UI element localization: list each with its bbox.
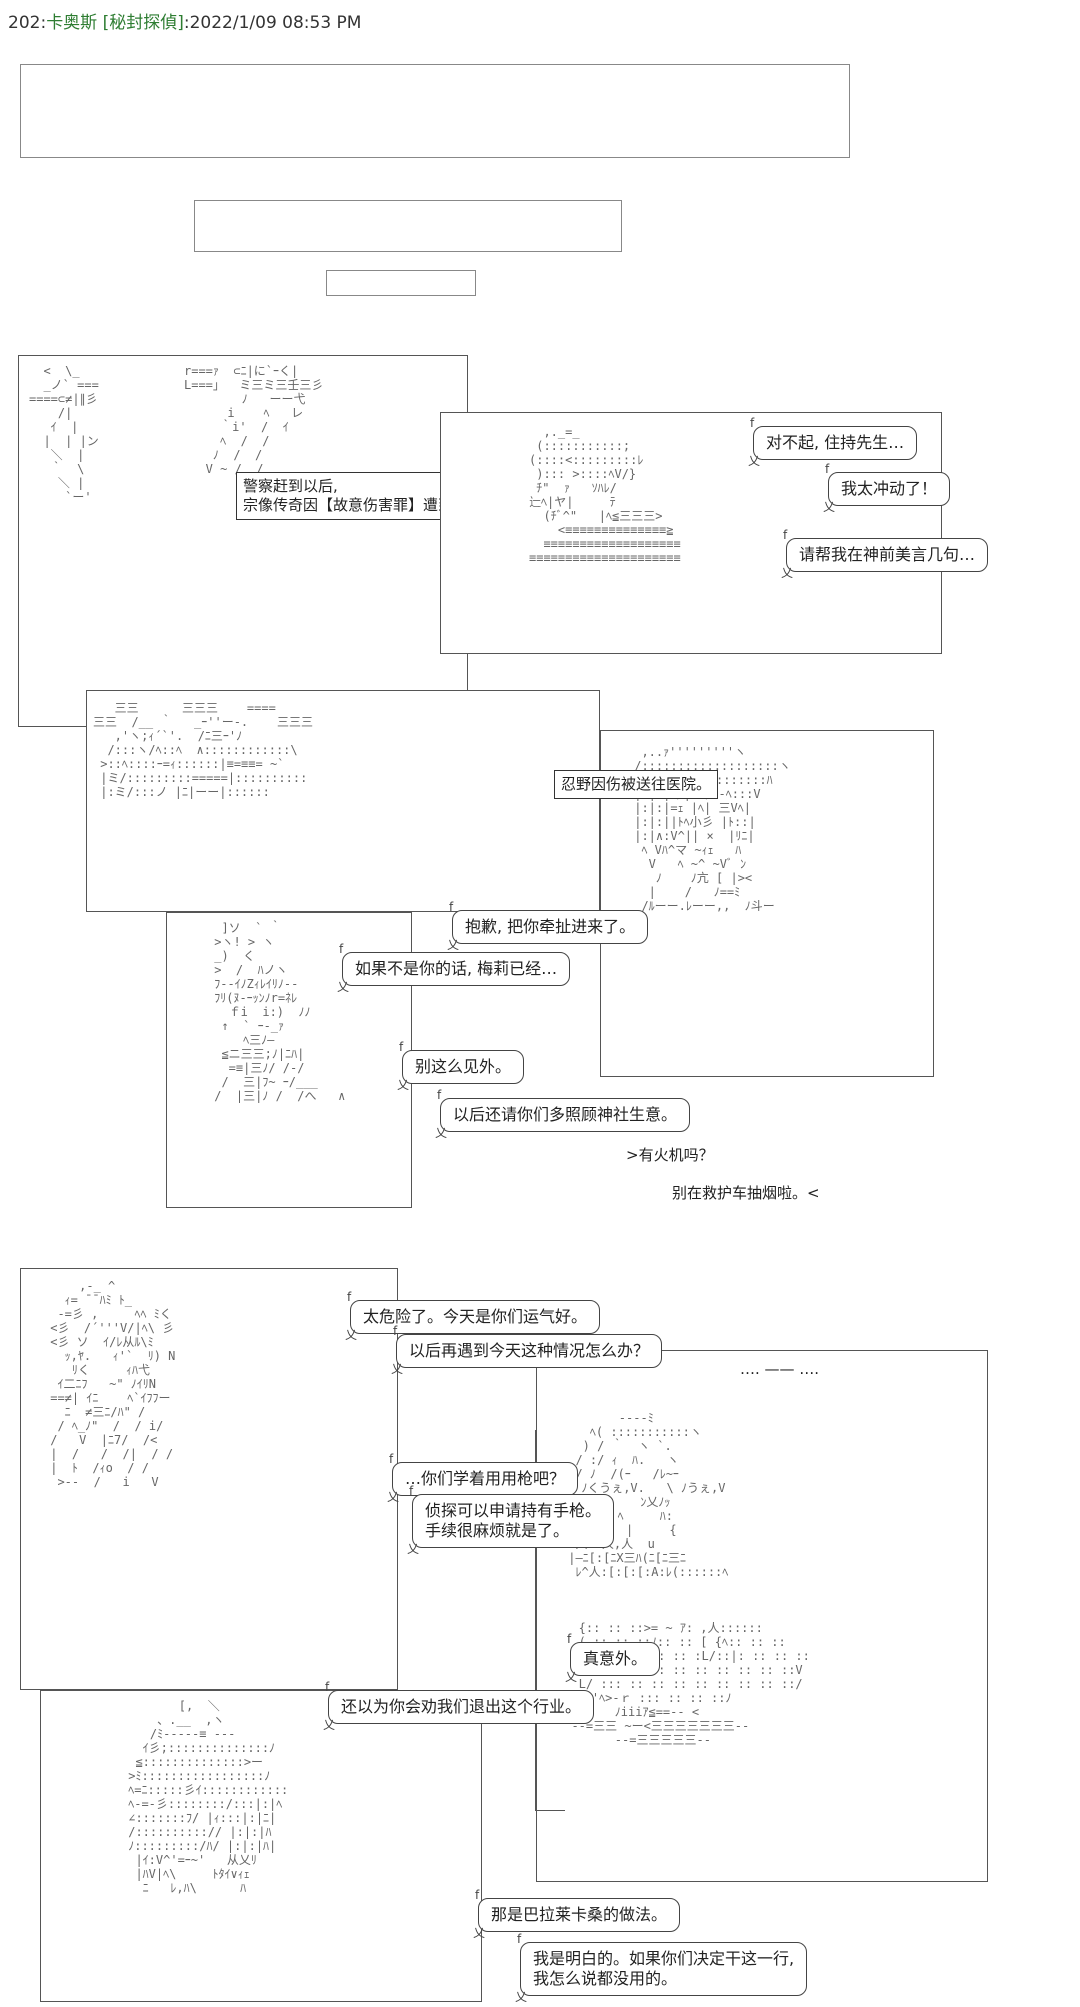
speech-bubble-understand-line-2: 我怎么说都没用的。 xyxy=(533,1969,678,1988)
speech-bubble-quit: 还以为你会劝我们退出这个行业。 xyxy=(323,1677,595,1735)
post-timestamp: :2022/1/09 08:53 PM xyxy=(183,13,362,33)
speech-bubble-impulsive: 我太冲动了！ xyxy=(823,459,951,517)
caption-police-line-2: 宗像传奇因【故意伤害罪】遭到拘捕。 xyxy=(243,496,499,514)
speech-bubble-pray: 请帮我在神前美言几句… xyxy=(781,525,989,583)
text-no-smoking: 别在救护车抽烟啦。< xyxy=(672,1184,820,1202)
post-number: 202: xyxy=(8,13,47,33)
speech-bubble-apology: 对不起, 住持先生… xyxy=(748,413,918,471)
caption-police-line-1: 警察赶到以后, xyxy=(243,477,338,495)
panel-boss: [, ＼ 、.__ ,ヽ /ﾐ-----≡ --- ｲ彡;:::::::::::… xyxy=(40,1690,482,2002)
speech-bubble-understand-line-1: 我是明白的。如果你们决定干这一行, xyxy=(533,1949,795,1968)
panel-smoker: ]ソ ` ｀ >ヽ! > ヽ _) く > / ﾊノヽ ﾌ--ｲﾉZｨﾚｲﾘﾉ-… xyxy=(166,912,412,1208)
speech-bubble-shrine: 以后还请你们多照顾神社生意。 xyxy=(435,1085,691,1143)
speech-bubble-license-line-2: 手续很麻烦就是了。 xyxy=(425,1521,570,1540)
speech-bubble-gun: …你们学着用用枪吧？ xyxy=(387,1449,579,1507)
ascii-art-priest: ,._=_ (:::::::::::; (::::<:::::::::ﾚ )::… xyxy=(529,425,681,565)
connector-line xyxy=(535,1810,565,1811)
panel-two-girls: ----ﾐ ﾍ( :::::::::::ヽ ) / ｀ ヽ `. / :/ ｨ … xyxy=(536,1350,988,1882)
empty-box-large xyxy=(20,64,850,158)
ascii-art-group: 三三 三三三 ==== 三三 /__ ｀ _ｰ''ー-. 三三三 ,'ヽ;ｨ´`… xyxy=(93,701,314,799)
empty-box-small xyxy=(326,270,476,296)
speech-bubble-danger: 太危险了。今天是你们运气好。 xyxy=(345,1287,601,1345)
ascii-art-hands-right: r===ｧ ⊂ﾆ|に`ｰく| L===」 ミ三ミ三壬三彡 ﾉ ーー弋 i ﾍ レ… xyxy=(184,364,324,476)
ascii-art-smoker: ]ソ ` ｀ >ヽ! > ヽ _) く > / ﾊノヽ ﾌ--ｲﾉZｨﾚｲﾘﾉ-… xyxy=(214,921,346,1103)
speech-bubble-dont-mention: 别这么见外。 xyxy=(397,1037,525,1095)
post-header: 202:卡奥斯 [秘封探偵]:2022/1/09 08:53 PM xyxy=(8,8,361,33)
speech-bubble-understand: 我是明白的。如果你们决定干这一行, 我怎么说都没用的。 xyxy=(515,1929,808,2007)
caption-hospital: 忍野因伤被送往医院。 xyxy=(554,770,719,799)
text-dots: …. —— …. xyxy=(740,1360,820,1378)
speech-bubble-surprise: 真意外。 xyxy=(565,1629,661,1687)
speech-bubble-balalaika: 那是巴拉莱卡桑的做法。 xyxy=(473,1885,681,1943)
connector-line xyxy=(535,1430,536,1810)
ascii-art-boss: [, ＼ 、.__ ,ヽ /ﾐ-----≡ --- ｲ彡;:::::::::::… xyxy=(128,1699,289,1895)
speech-bubble-next-time: 以后再遇到今天这种情况怎么办？ xyxy=(391,1321,663,1379)
author-tag: [秘封探偵] xyxy=(102,13,184,33)
panel-meditation: < \_ _ノ` === ====⊂≠|∥彡 /| ｲ | | | |ン ＼ |… xyxy=(18,355,468,727)
ascii-art-girls-lower: {:: :: ::>= ~ ｱ: ,人:::::: ( :: :: ::ﾉ:: … xyxy=(571,1621,810,1747)
panel-ambulance-group: 三三 三三三 ==== 三三 /__ ｀ _ｰ''ー-. 三三三 ,'ヽ;ｨ´`… xyxy=(86,690,600,912)
speech-bubble-license-line-1: 侦探可以申请持有手枪。 xyxy=(425,1501,602,1520)
speech-bubble-sorry: 抱歉, 把你牵扯进来了。 xyxy=(447,897,649,955)
text-lighter: >有火机吗？ xyxy=(626,1146,714,1164)
ascii-art-officer: ,-_ ^ ｨ= ¯¯ﾊﾐ ﾄ_ -=彡 , ﾍﾍ ﾐく <彡 /´'''V/|… xyxy=(50,1279,176,1489)
author-name[interactable]: 卡奥斯 xyxy=(46,13,98,33)
ascii-art-hands-left: < \_ _ノ` === ====⊂≠|∥彡 /| ｲ | | | |ン ＼ |… xyxy=(29,364,99,504)
speech-bubble-merry: 如果不是你的话, 梅莉已经… xyxy=(337,939,571,997)
panel-officer: ,-_ ^ ｨ= ¯¯ﾊﾐ ﾄ_ -=彡 , ﾍﾍ ﾐく <彡 /´'''V/|… xyxy=(20,1268,398,1690)
speech-bubble-license: 侦探可以申请持有手枪。 手续很麻烦就是了。 xyxy=(407,1481,615,1559)
empty-box-medium xyxy=(194,200,622,252)
